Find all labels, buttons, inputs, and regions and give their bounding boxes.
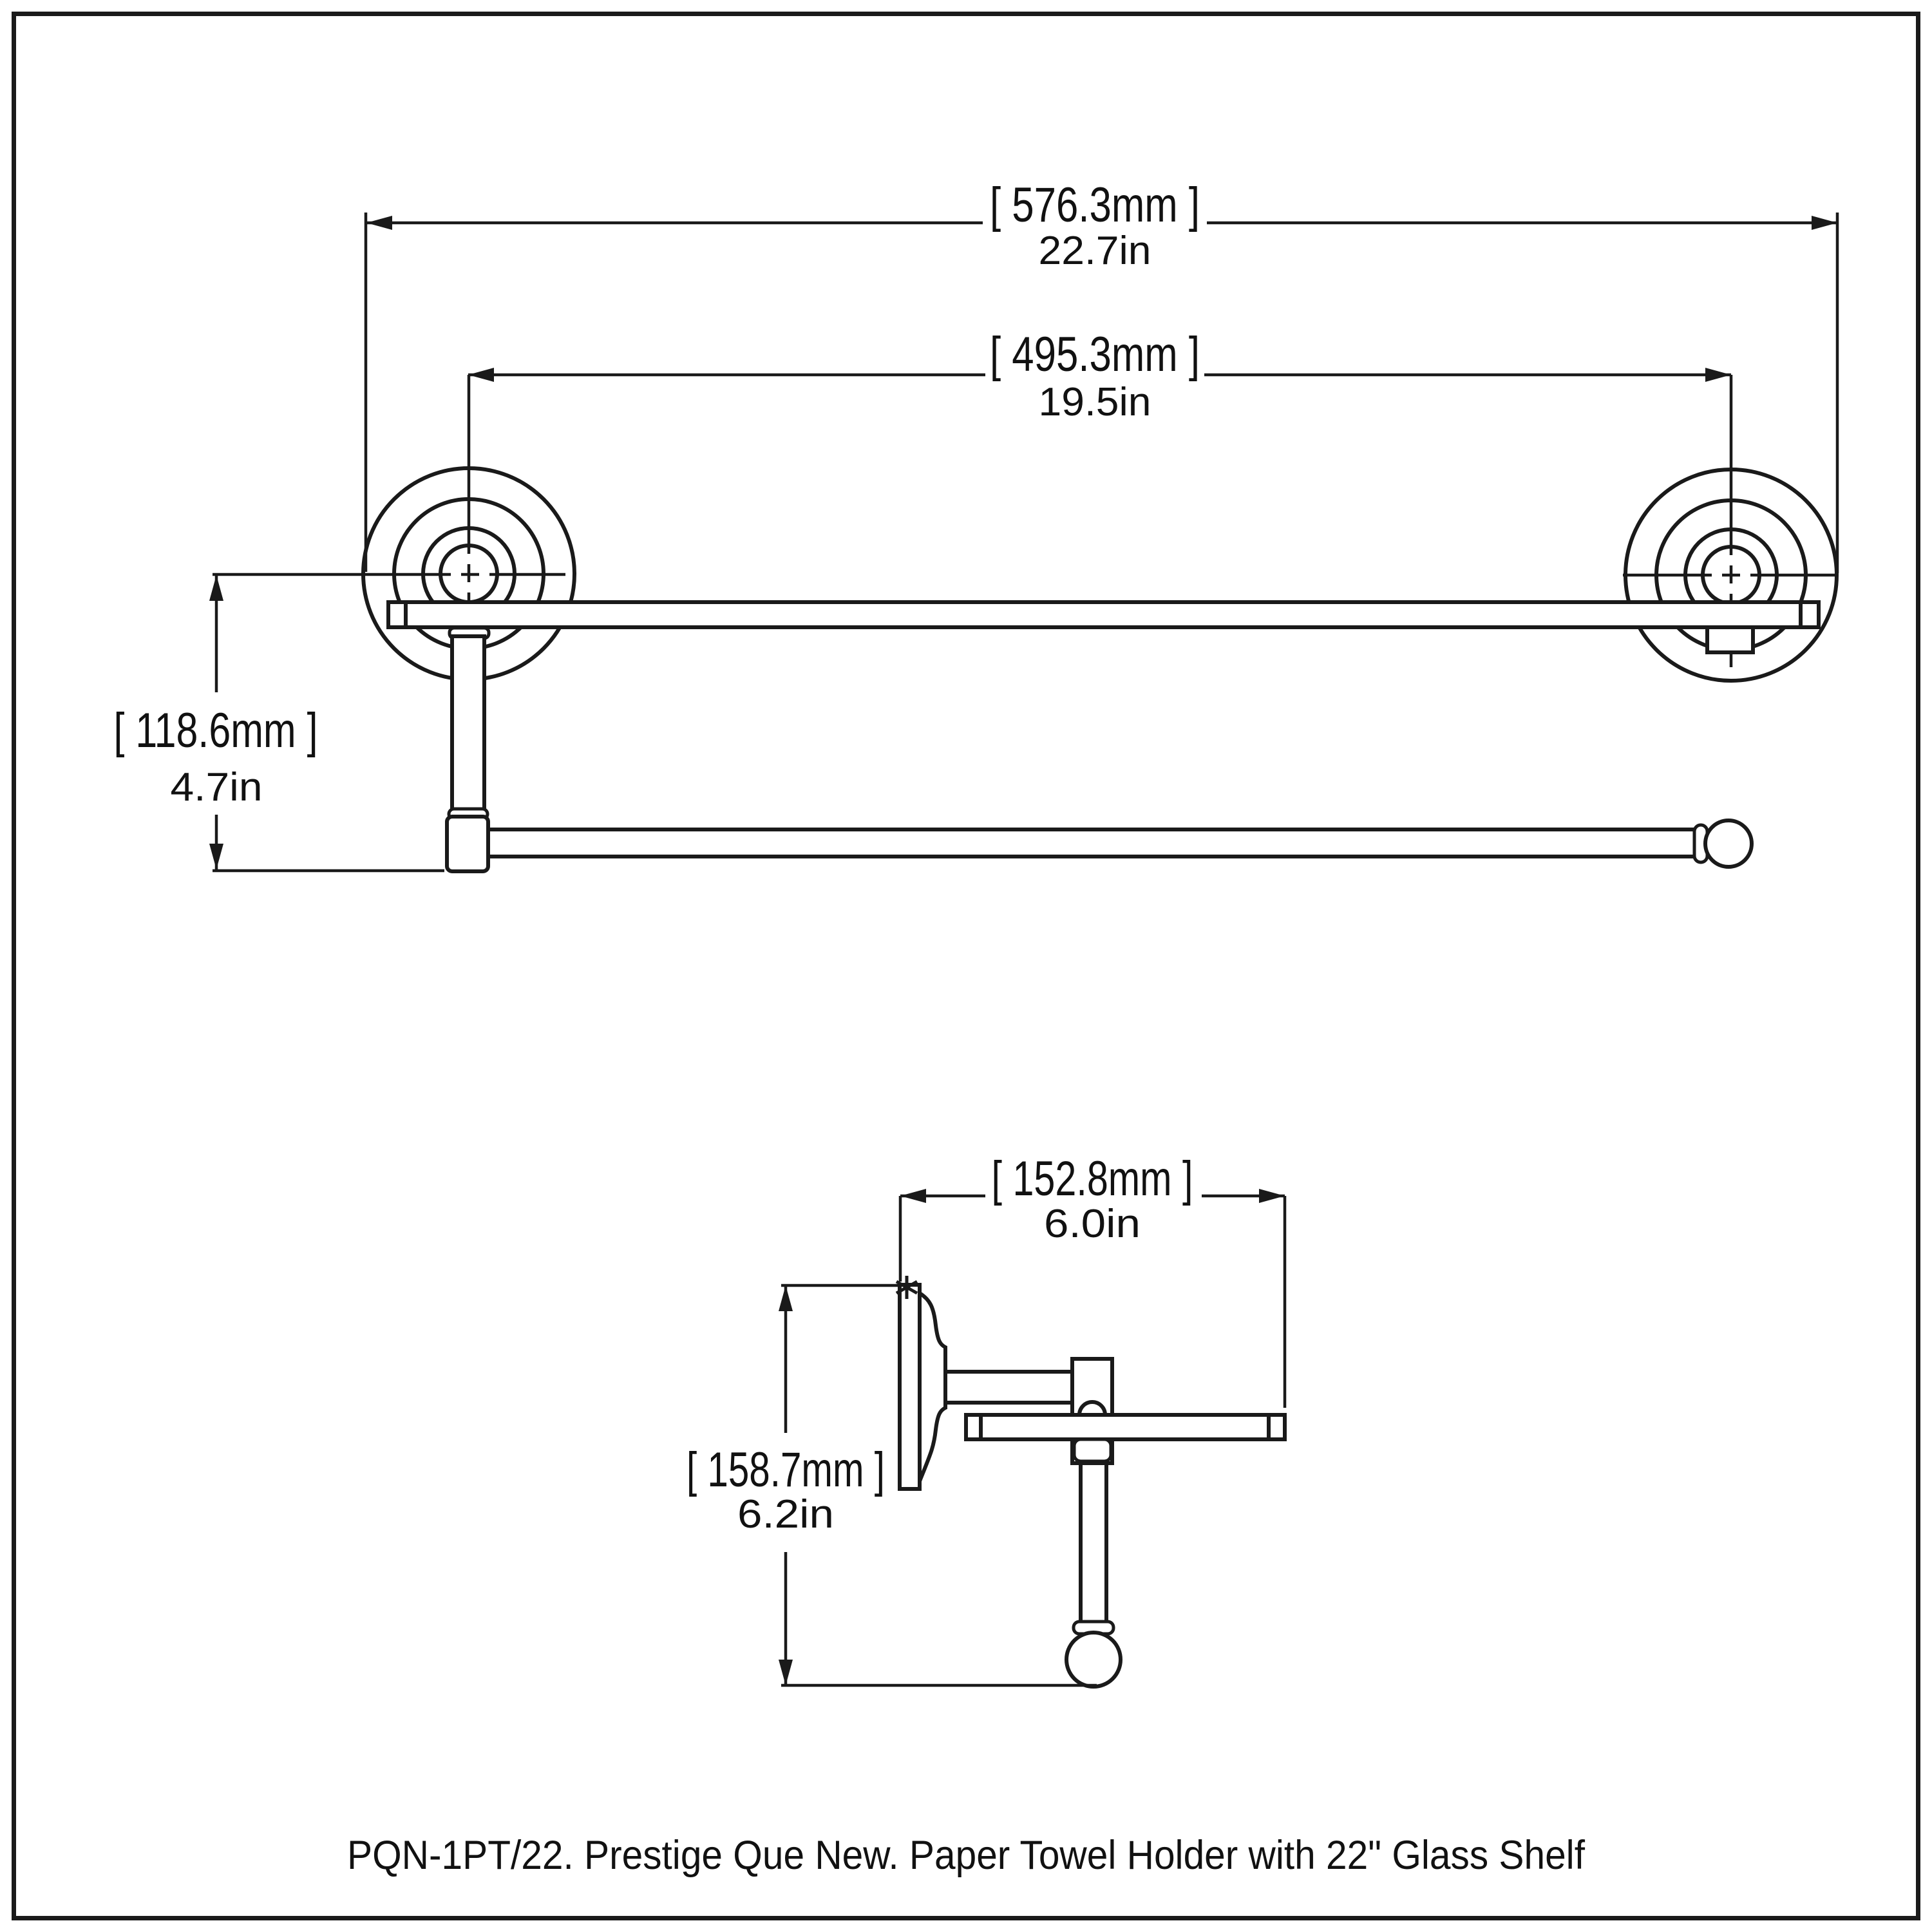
side-rod-ball-finial — [1065, 1631, 1122, 1689]
side-backplate-faceplate — [898, 1283, 922, 1491]
dim-post-spacing: [ 495.3mm ] 19.5in — [468, 327, 1731, 424]
right-shelf-bracket — [1705, 625, 1755, 654]
dim-depth-in-label: 6.0in — [1044, 1202, 1141, 1246]
side-backplate-ogee-profile — [918, 1289, 947, 1482]
dim-drop-mm-label: [ 118.6mm ] — [114, 703, 318, 758]
arrow-up-icon — [209, 575, 223, 601]
dim-depth-mm-label: [ 152.8mm ] — [992, 1151, 1193, 1206]
side-rod-top-collar — [1072, 1437, 1113, 1463]
bar-hub-block — [445, 815, 490, 873]
glass-shelf — [386, 600, 1821, 629]
side-mount-arm — [945, 1370, 1072, 1405]
dim-depth: [ 152.8mm ] 6.0in — [898, 1151, 1287, 1408]
arrow-right-icon — [1259, 1189, 1285, 1203]
paper-towel-holder — [445, 626, 1754, 873]
dim-height: [ 158.7mm ] 6.2in — [687, 1283, 1097, 1687]
arrow-right-icon — [1705, 368, 1731, 382]
post — [450, 634, 486, 813]
dim-overall-in-label: 22.7in — [1039, 229, 1151, 273]
asterisk-icon — [895, 1276, 918, 1299]
dim-height-mm-label: [ 158.7mm ] — [687, 1443, 885, 1497]
side-view: [ 152.8mm ] 6.0in [ 158.7mm ] 6.2in — [687, 1151, 1287, 1689]
dim-overall-width: [ 576.3mm ] 22.7in — [364, 178, 1839, 573]
arrow-up-icon — [779, 1285, 793, 1311]
dim-holder-drop: [ 118.6mm ] 4.7in — [114, 575, 444, 873]
side-rod — [1079, 1461, 1108, 1623]
side-glass-shelf — [964, 1413, 1287, 1441]
arrow-left-icon — [366, 216, 392, 230]
front-view: [ 576.3mm ] 22.7in [ 495.3mm ] 19.5in [ … — [114, 178, 1839, 873]
arrow-left-icon — [900, 1189, 926, 1203]
dim-spacing-mm-label: [ 495.3mm ] — [990, 327, 1200, 382]
drawing-border — [12, 12, 1920, 1920]
arrow-left-icon — [468, 368, 494, 382]
dim-spacing-in-label: 19.5in — [1039, 380, 1151, 424]
bar-end-ball-finial — [1703, 819, 1754, 869]
dim-height-in-label: 6.2in — [737, 1492, 834, 1537]
dim-overall-mm-label: [ 576.3mm ] — [990, 178, 1200, 232]
drawing-caption: PQN-1PT/22. Prestige Que New. Paper Towe… — [347, 1833, 1585, 1878]
arrow-down-icon — [209, 844, 223, 869]
arrow-right-icon — [1812, 216, 1837, 230]
arrow-down-icon — [779, 1660, 793, 1685]
side-rod-pivot-dome — [1077, 1400, 1108, 1417]
dim-drop-in-label: 4.7in — [171, 765, 263, 810]
towel-bar — [486, 828, 1698, 858]
